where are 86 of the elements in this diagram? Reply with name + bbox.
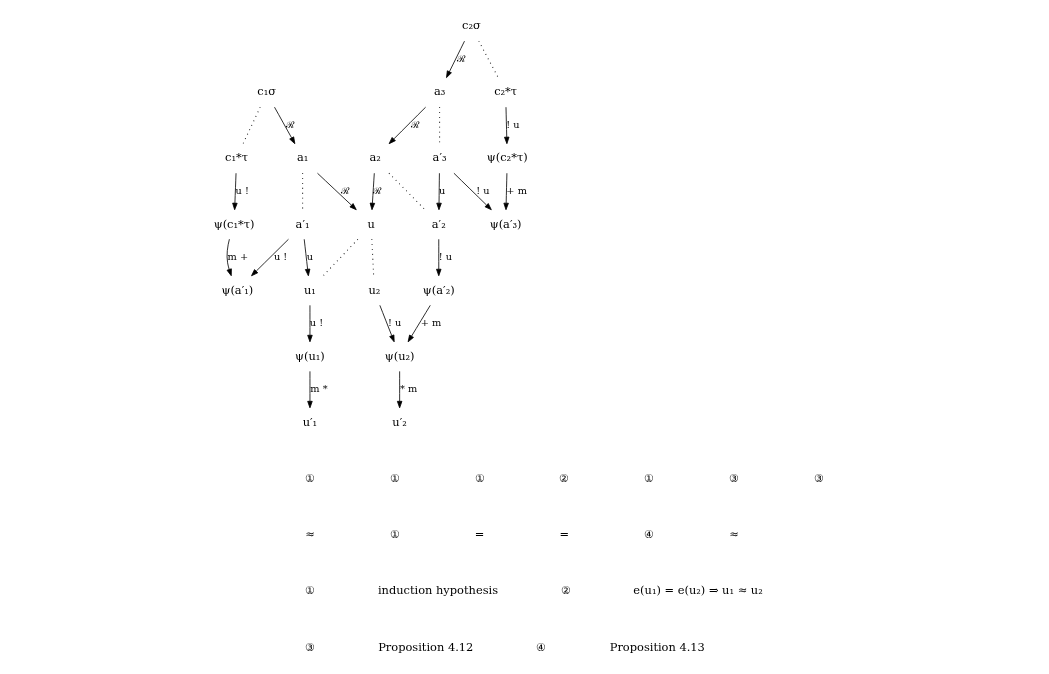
label: ①: [304, 583, 315, 598]
edge-label: ! u: [505, 118, 520, 130]
arrow: [273, 106, 295, 145]
node-text: u′₂: [391, 414, 407, 429]
arrow: [388, 106, 426, 145]
node-text: c₁*τ: [224, 150, 248, 165]
edge-label: ℛ: [410, 118, 420, 130]
label: e(u₁) = e(u₂) ⇒ u₁ ≈ u₂: [632, 583, 763, 598]
label: =: [474, 527, 484, 542]
edge-label: m +: [227, 251, 248, 263]
edge-label: m *: [309, 383, 328, 395]
label: ①: [304, 470, 315, 485]
node-text: u₂: [367, 282, 380, 297]
node-text: ψ(u₁): [294, 348, 325, 363]
node-text: ψ(a′₁): [220, 282, 253, 297]
label: ①: [643, 470, 654, 485]
arrow: [306, 370, 313, 409]
arrow: [435, 172, 442, 211]
node-text: c₂*τ: [493, 84, 517, 99]
label: ③: [304, 639, 315, 654]
node-text: ψ(c₂*τ): [486, 150, 528, 165]
edge-label: u !: [273, 251, 287, 263]
edge-label: ! u: [438, 251, 452, 263]
arrow: [407, 304, 431, 343]
node-text: ψ(a′₃): [489, 216, 522, 231]
label: ②: [560, 583, 571, 598]
label: induction hypothesis: [377, 583, 498, 598]
node-text: a₂: [368, 150, 381, 165]
label: ④: [643, 527, 654, 542]
node-text: u′₁: [302, 414, 317, 429]
connector: [301, 172, 303, 211]
connector: [387, 172, 426, 211]
node-text: a₃: [433, 84, 445, 99]
node-text: c₁σ: [256, 84, 276, 99]
edge-label: ℛ: [285, 118, 295, 130]
node-text: a′₂: [431, 216, 446, 231]
edge-label: * m: [399, 383, 417, 395]
arrow: [435, 238, 441, 277]
edge-label: + m: [420, 317, 441, 329]
arrow: [316, 172, 357, 211]
label: ③: [728, 470, 739, 485]
label: ②: [558, 470, 569, 485]
arrow: [231, 172, 238, 211]
label: =: [559, 527, 569, 542]
label: ③: [813, 470, 824, 485]
node-text: u: [366, 216, 375, 231]
edge-label: u: [438, 184, 445, 196]
label: Proposition 4.12: [377, 639, 473, 654]
edge-label: u !: [309, 317, 323, 329]
arrow: [306, 304, 313, 343]
node-text: u₁: [303, 282, 316, 297]
edge-label: ! u: [475, 184, 489, 196]
edge-label: ℛ: [456, 52, 466, 64]
arrow: [378, 304, 395, 343]
label: ④: [536, 639, 547, 654]
label: Proposition 4.13: [609, 639, 705, 654]
node-text: ψ(a′₂): [422, 282, 455, 297]
node-text: ψ(c₁*τ): [213, 216, 255, 231]
edge-label: u: [306, 251, 313, 263]
arrow: [250, 238, 289, 277]
node-text: c₂σ: [461, 18, 481, 33]
node-text: a′₃: [432, 150, 447, 165]
node-text: a′₁: [295, 216, 310, 231]
arrow: [369, 172, 375, 211]
edge-label: + m: [505, 184, 527, 196]
arrow: [503, 106, 509, 145]
label: ①: [474, 470, 485, 485]
node-text: a₁: [296, 150, 308, 165]
arrow: [396, 370, 402, 409]
edge-label: ! u: [387, 317, 401, 329]
arrow: [226, 238, 232, 277]
label: ≈: [304, 527, 315, 542]
arrow: [453, 172, 492, 211]
connector: [322, 238, 358, 277]
label: ①: [389, 470, 400, 485]
edge-label: ℛ: [372, 184, 382, 196]
edge-label: u !: [235, 184, 249, 196]
arrow: [502, 172, 509, 211]
arrow: [303, 238, 310, 277]
connector: [370, 238, 374, 277]
arrow: [445, 40, 465, 79]
edge-label: ℛ: [340, 184, 350, 196]
node-text: ψ(u₂): [384, 348, 415, 363]
connector: [438, 106, 440, 145]
label: ①: [389, 527, 400, 542]
label: ≈: [728, 527, 739, 542]
